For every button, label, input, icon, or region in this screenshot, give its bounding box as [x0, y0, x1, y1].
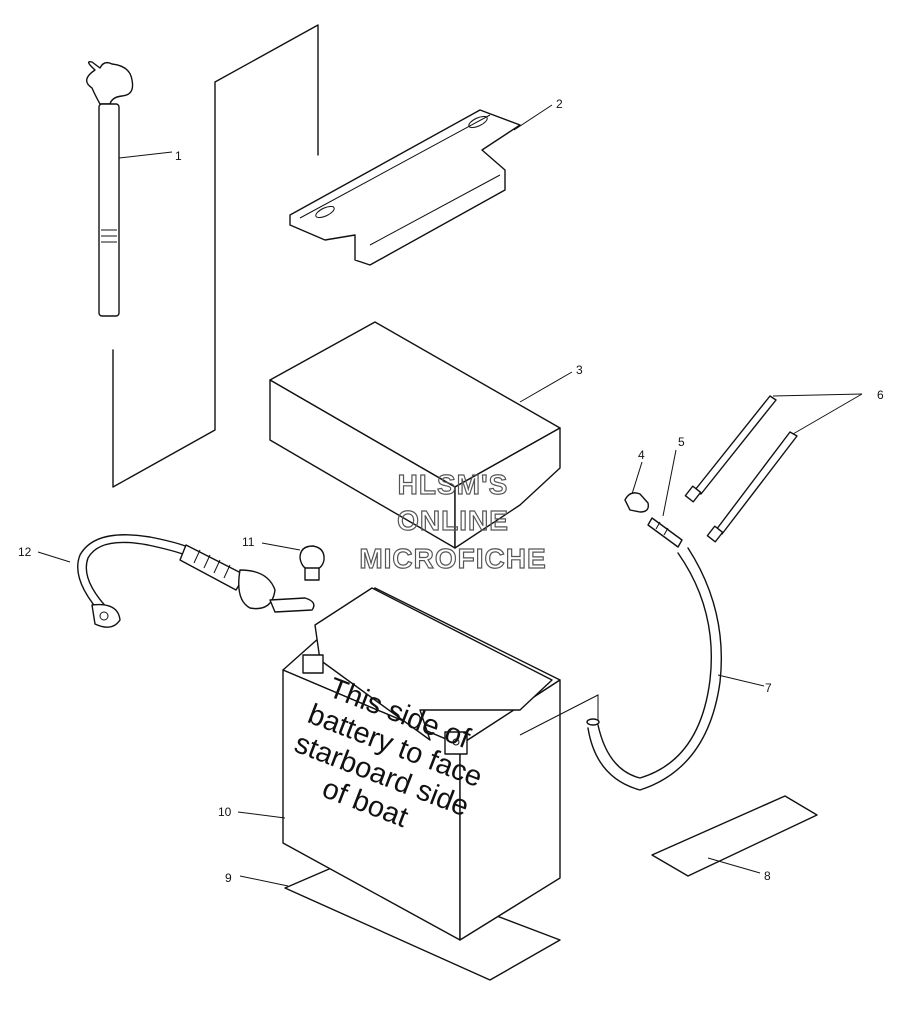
callout-9: 9: [225, 871, 232, 885]
callout-11: 11: [242, 535, 255, 549]
part-5-fitting: [647, 517, 683, 548]
callout-2: 2: [556, 97, 563, 111]
part-12-battery-cable: [77, 534, 315, 628]
part-6-cable-ties: [684, 395, 798, 543]
leader-lines: [37, 104, 863, 887]
mounting-bracket-outline: [112, 24, 319, 488]
callout-10: 10: [218, 805, 232, 819]
part-4-vent-elbow: [624, 492, 650, 513]
callout-12: 12: [18, 545, 32, 559]
callout-6: 6: [877, 388, 884, 402]
callout-8: 8: [764, 869, 771, 883]
watermark: HLSM'S ONLINE MICROFICHE: [359, 468, 547, 574]
callout-7: 7: [765, 681, 772, 695]
part-1-wing-rod: [86, 60, 134, 317]
watermark-line-3: MICROFICHE: [359, 543, 546, 574]
part-11-bolt: [299, 545, 325, 581]
part-8-decal: [651, 795, 818, 877]
watermark-line-2: ONLINE: [397, 505, 509, 536]
callout-4: 4: [638, 448, 645, 462]
part-3-battery-cover: [269, 321, 561, 549]
part-10-battery: [282, 587, 599, 941]
callout-numbers: 1 2 3 4 5 6 7 8 9 10 11 12: [18, 97, 884, 885]
watermark-line-1: HLSM'S: [398, 469, 509, 500]
callout-3: 3: [576, 363, 583, 377]
part-7-vent-tube: [586, 547, 723, 791]
callout-5: 5: [678, 435, 685, 449]
callout-1: 1: [175, 149, 182, 163]
part-2-hold-down-bracket: [289, 109, 521, 266]
